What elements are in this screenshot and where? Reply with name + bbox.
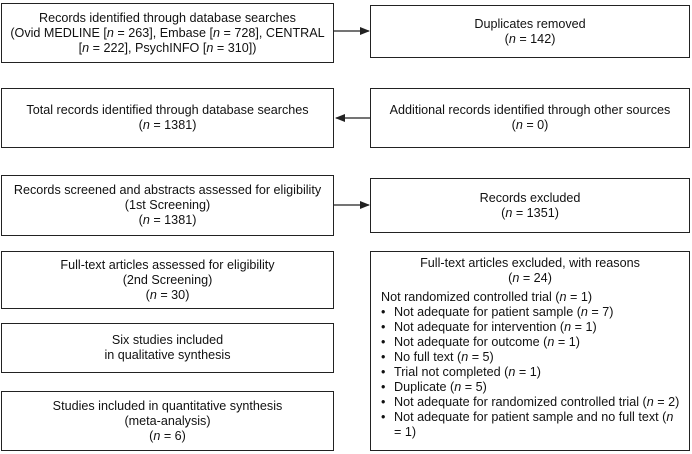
list-item: • Trial not completed (n = 1) [381, 365, 683, 380]
exclusion-reason: No full text (n = 5) [394, 350, 494, 364]
records-excluded-box: Records excluded (n = 1351) [370, 178, 690, 233]
bullet-icon: • [381, 395, 386, 409]
fulltext-assessed-count: (n = 30) [145, 287, 190, 302]
duplicates-removed-box: Duplicates removed (n = 142) [370, 5, 690, 58]
fulltext-excluded-title: Full-text articles excluded, with reason… [420, 256, 640, 270]
records-screened-title: Records screened and abstracts assessed … [13, 183, 322, 197]
exclusion-reason: Not adequate for intervention (n = 1) [394, 320, 597, 334]
records-identified-title: Records identified through database sear… [39, 10, 296, 25]
bullet-icon: • [381, 305, 386, 319]
exclusion-reason-first: Not randomized controlled trial (n = 1) [381, 290, 593, 304]
exclusion-reason: Trial not completed (n = 1) [394, 365, 541, 379]
fulltext-assessed-box: Full-text articles assessed for eligibil… [1, 251, 334, 309]
fulltext-assessed-stage: (2nd Screening) [122, 272, 213, 287]
fulltext-excluded-count: (n = 24) [508, 271, 552, 285]
quantitative-synthesis-title: Studies included in quantitative synthes… [52, 398, 283, 413]
total-records-box: Total records identified through databas… [1, 88, 334, 148]
total-records-title: Total records identified through databas… [26, 103, 309, 117]
bullet-icon: • [381, 350, 386, 364]
records-excluded-title: Records excluded [479, 190, 581, 205]
quantitative-synthesis-box: Studies included in quantitative synthes… [1, 391, 334, 451]
list-item: • Not adequate for patient sample and no … [381, 410, 683, 440]
list-item: • Duplicate (n = 5) [381, 380, 683, 395]
records-screened-stage: (1st Screening) [124, 198, 211, 212]
records-excluded-count: (n = 1351) [501, 205, 559, 220]
exclusion-reason: Duplicate (n = 5) [394, 380, 487, 394]
records-identified-box: Records identified through database sear… [1, 3, 334, 63]
bullet-icon: • [381, 365, 386, 379]
exclusion-reason: Not adequate for randomized controlled t… [394, 395, 680, 409]
exclusion-reason: Not adequate for patient sample and no f… [394, 410, 674, 439]
qualitative-synthesis-line-1: Six studies included [111, 333, 224, 347]
list-item: • Not adequate for patient sample (n = 7) [381, 305, 683, 320]
records-identified-sources-1: (Ovid MEDLINE [n = 263], Embase [n = 728… [10, 25, 325, 40]
quantitative-synthesis-subtitle: (meta-analysis) [124, 413, 211, 428]
bullet-icon: • [381, 320, 386, 334]
bullet-icon: • [381, 335, 386, 349]
fulltext-assessed-title: Full-text articles assessed for eligibil… [60, 257, 275, 272]
list-item: • No full text (n = 5) [381, 350, 683, 365]
bullet-icon: • [381, 380, 386, 394]
bullet-icon: • [381, 410, 386, 424]
exclusion-reason: Not adequate for outcome (n = 1) [394, 335, 580, 349]
quantitative-synthesis-count: (n = 6) [149, 428, 186, 443]
records-screened-count: (n = 1381) [138, 213, 197, 227]
additional-records-title: Additional records identified through ot… [389, 103, 671, 117]
list-item: • Not adequate for outcome (n = 1) [381, 335, 683, 350]
additional-records-box: Additional records identified through ot… [370, 88, 690, 148]
records-screened-box: Records screened and abstracts assessed … [1, 175, 334, 236]
total-records-count: (n = 1381) [138, 118, 197, 132]
duplicates-removed-title: Duplicates removed [474, 16, 586, 31]
fulltext-excluded-box: Full-text articles excluded, with reason… [370, 251, 690, 451]
list-item: • Not adequate for intervention (n = 1) [381, 320, 683, 335]
exclusion-reason: Not adequate for patient sample (n = 7) [394, 305, 614, 319]
qualitative-synthesis-box: Six studies included in qualitative synt… [1, 323, 334, 373]
list-item: • Not adequate for randomized controlled … [381, 395, 683, 410]
exclusion-reasons-list: Not randomized controlled trial (n = 1) … [371, 286, 689, 440]
additional-records-count: (n = 0) [511, 118, 549, 132]
qualitative-synthesis-line-2: in qualitative synthesis [104, 348, 231, 362]
records-identified-sources-2: [n = 222], PsychINFO [n = 310]) [78, 40, 257, 55]
duplicates-removed-count: (n = 142) [504, 31, 556, 46]
